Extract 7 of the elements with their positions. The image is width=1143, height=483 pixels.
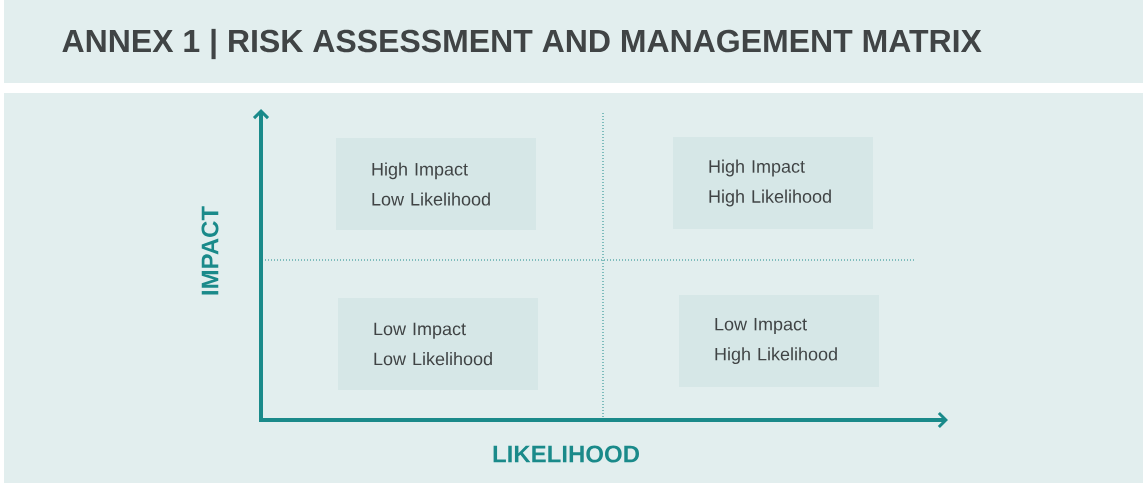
- quadrant-box: Low Impact Low Likelihood: [338, 298, 538, 390]
- quadrant-box: High Impact Low Likelihood: [336, 138, 536, 230]
- quadrant-box: Low Impact High Likelihood: [679, 295, 879, 387]
- quadrant-box: High Impact High Likelihood: [673, 137, 873, 229]
- title-banner: ANNEX 1 | RISK ASSESSMENT AND MANAGEMENT MATRIX: [4, 0, 1143, 83]
- axis-label: IMPACT: [201, 206, 219, 295]
- axis-label: LIKELIHOOD: [493, 445, 639, 463]
